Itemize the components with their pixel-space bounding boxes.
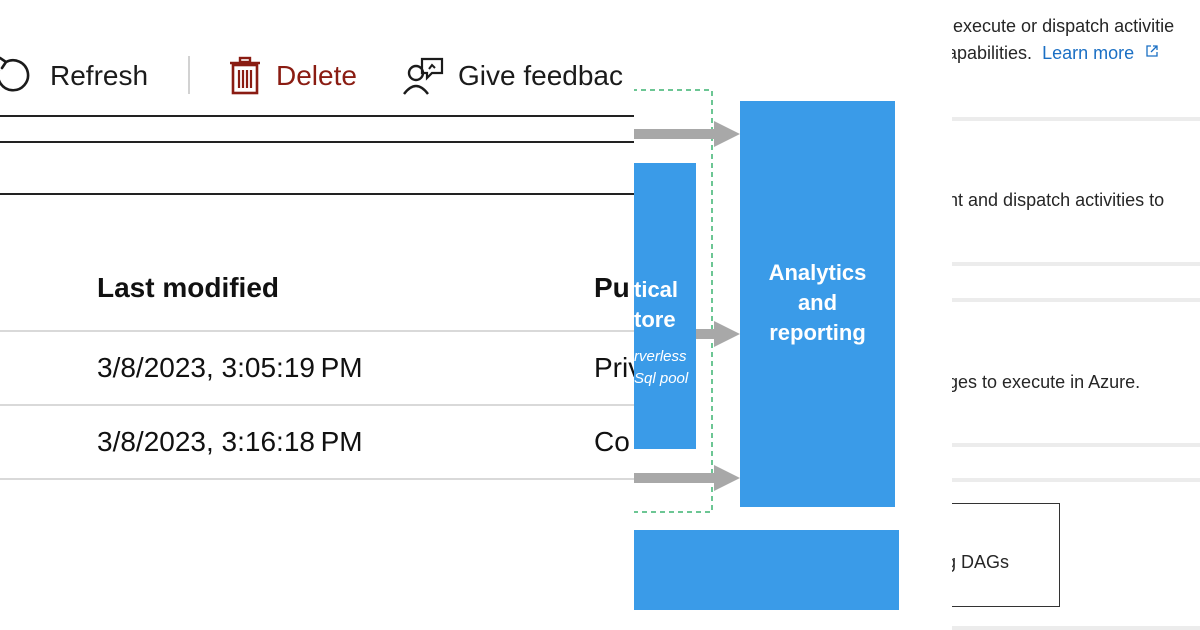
card-divider [952, 478, 1200, 482]
dag-option-label: g DAGs [952, 552, 1010, 572]
analytical-store-label: tical tore [634, 275, 696, 335]
description-line-3: ent and dispatch activities to [952, 190, 1165, 210]
table-row-divider [0, 478, 634, 480]
reporting-line: reporting [769, 320, 866, 345]
arrow-middle [696, 321, 740, 347]
capabilities-text: capabilities. [952, 43, 1033, 63]
give-feedback-label: Give feedbac [458, 60, 623, 91]
info-panel: o execute or dispatch activitie capabili… [952, 0, 1200, 630]
divider-line [0, 115, 634, 117]
analytical-store-box [634, 163, 696, 449]
learn-more-link[interactable]: Learn more [1037, 43, 1159, 63]
card-divider [952, 117, 1200, 121]
bottom-box [634, 530, 899, 610]
learn-more-label: Learn more [1042, 43, 1135, 63]
feedback-person-icon [402, 56, 444, 96]
serverless-sql-pool-label: rverless Sql pool [634, 346, 696, 390]
card-divider [952, 298, 1200, 302]
description-line-2: capabilities. Learn more [952, 43, 1159, 64]
row-2-access: Co [594, 426, 630, 457]
analytics-line: Analytics [768, 260, 867, 285]
row-1-access: Priv [594, 352, 634, 383]
arrow-bottom [634, 465, 740, 491]
column-header-public[interactable]: Pu [594, 272, 630, 303]
and-line: and [797, 290, 838, 315]
external-link-icon [1146, 45, 1158, 57]
dag-option-box[interactable] [952, 503, 1060, 607]
card-divider [952, 262, 1200, 266]
header-row-divider [0, 330, 634, 332]
refresh-icon [0, 54, 36, 98]
row-2-last-modified: 3/8/2023, 3:16:18 PM [97, 426, 363, 457]
trash-icon [228, 56, 262, 96]
sql-pool-line: Sql pool [634, 370, 689, 387]
column-header-last-modified[interactable]: Last modified [97, 272, 280, 303]
analytical-store-line2: tore [634, 307, 676, 332]
refresh-button[interactable]: Refresh [0, 52, 148, 100]
dashed-boundary [634, 89, 713, 513]
toolbar-separator [188, 56, 190, 94]
architecture-diagram: tical tore rverless Sql pool Analytics a… [634, 0, 952, 630]
analytics-reporting-label: Analytics and reporting [740, 258, 895, 348]
refresh-label: Refresh [50, 60, 149, 91]
diagram-shapes [634, 89, 899, 610]
arrow-top [634, 121, 740, 147]
row-1-last-modified: 3/8/2023, 3:05:19 PM [97, 352, 363, 383]
delete-label: Delete [276, 60, 357, 91]
serverless-line: rverless [634, 348, 687, 365]
card-divider [952, 626, 1200, 630]
divider-line [0, 141, 634, 143]
analytics-reporting-box [740, 101, 895, 507]
analytical-store-line1: tical [634, 277, 679, 302]
resource-list-panel: Refresh Delete [0, 52, 634, 480]
divider-line [0, 193, 634, 195]
give-feedback-button[interactable]: Give feedbac [402, 52, 623, 100]
description-line-4: nges to execute in Azure. [952, 372, 1141, 392]
card-divider [952, 443, 1200, 447]
description-line-1: o execute or dispatch activitie [952, 16, 1175, 36]
delete-button[interactable]: Delete [228, 52, 357, 100]
table-row-divider [0, 404, 634, 406]
